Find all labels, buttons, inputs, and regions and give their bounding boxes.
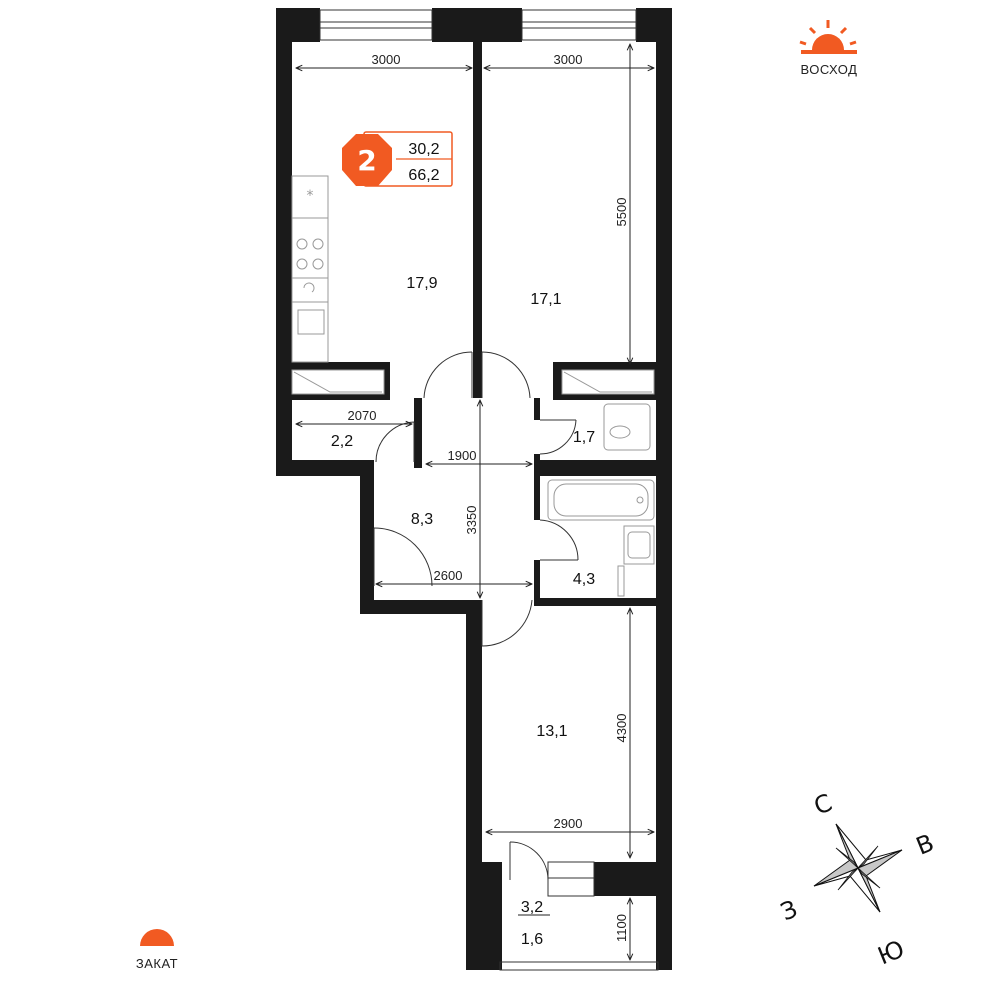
total-area: 66,2: [408, 167, 439, 184]
dim-kitchen-width: 3000: [372, 52, 401, 67]
walls: [276, 8, 672, 970]
room-area-bathroom: 4,3: [573, 571, 595, 588]
room-area-storage: 2,2: [331, 433, 353, 450]
rooms-count: 2: [357, 144, 376, 177]
windows: [319, 9, 659, 971]
room-area-bedroom-1: 17,1: [530, 291, 561, 308]
dim-hall-width: 2600: [434, 568, 463, 583]
room-area-balcony: 3,2: [521, 899, 543, 916]
area-badge: 2 30,2 66,2: [342, 131, 453, 187]
room-area-bedroom-2: 13,1: [536, 723, 567, 740]
dim-balcony-length: 1100: [614, 914, 629, 942]
dimension-lines: [296, 44, 654, 960]
sunrise-icon: [799, 20, 857, 54]
dim-corridor-width: 1900: [448, 448, 477, 463]
room-area-balcony-reduced: 1,6: [521, 931, 543, 948]
compass-west: З: [777, 895, 802, 927]
dim-bedroom-2-width: 2900: [554, 816, 583, 831]
room-area-hall: 8,3: [411, 511, 433, 528]
compass-rose-icon: [813, 823, 903, 913]
dim-bedroom-2-length: 4300: [614, 714, 629, 743]
sunrise-label: ВОСХОД: [801, 62, 858, 77]
room-area-kitchen: 17,9: [406, 275, 437, 292]
dim-storage-width: 2070: [348, 408, 377, 423]
dim-bedroom-1-length: 5500: [614, 198, 629, 227]
fixtures: *: [291, 175, 655, 597]
rooms-count-octagon: [342, 134, 392, 186]
living-area: 30,2: [408, 141, 439, 158]
compass-south: Ю: [874, 935, 909, 971]
room-area-wc: 1,7: [573, 429, 595, 446]
dim-bedroom-1-width: 3000: [554, 52, 583, 67]
dim-corridor-length: 3350: [464, 506, 479, 535]
compass-north: С: [810, 788, 836, 820]
compass-east: В: [912, 829, 938, 861]
sunset-label: ЗАКАТ: [136, 956, 178, 971]
svg-text:*: *: [307, 188, 314, 204]
sunset-icon: [140, 929, 174, 946]
